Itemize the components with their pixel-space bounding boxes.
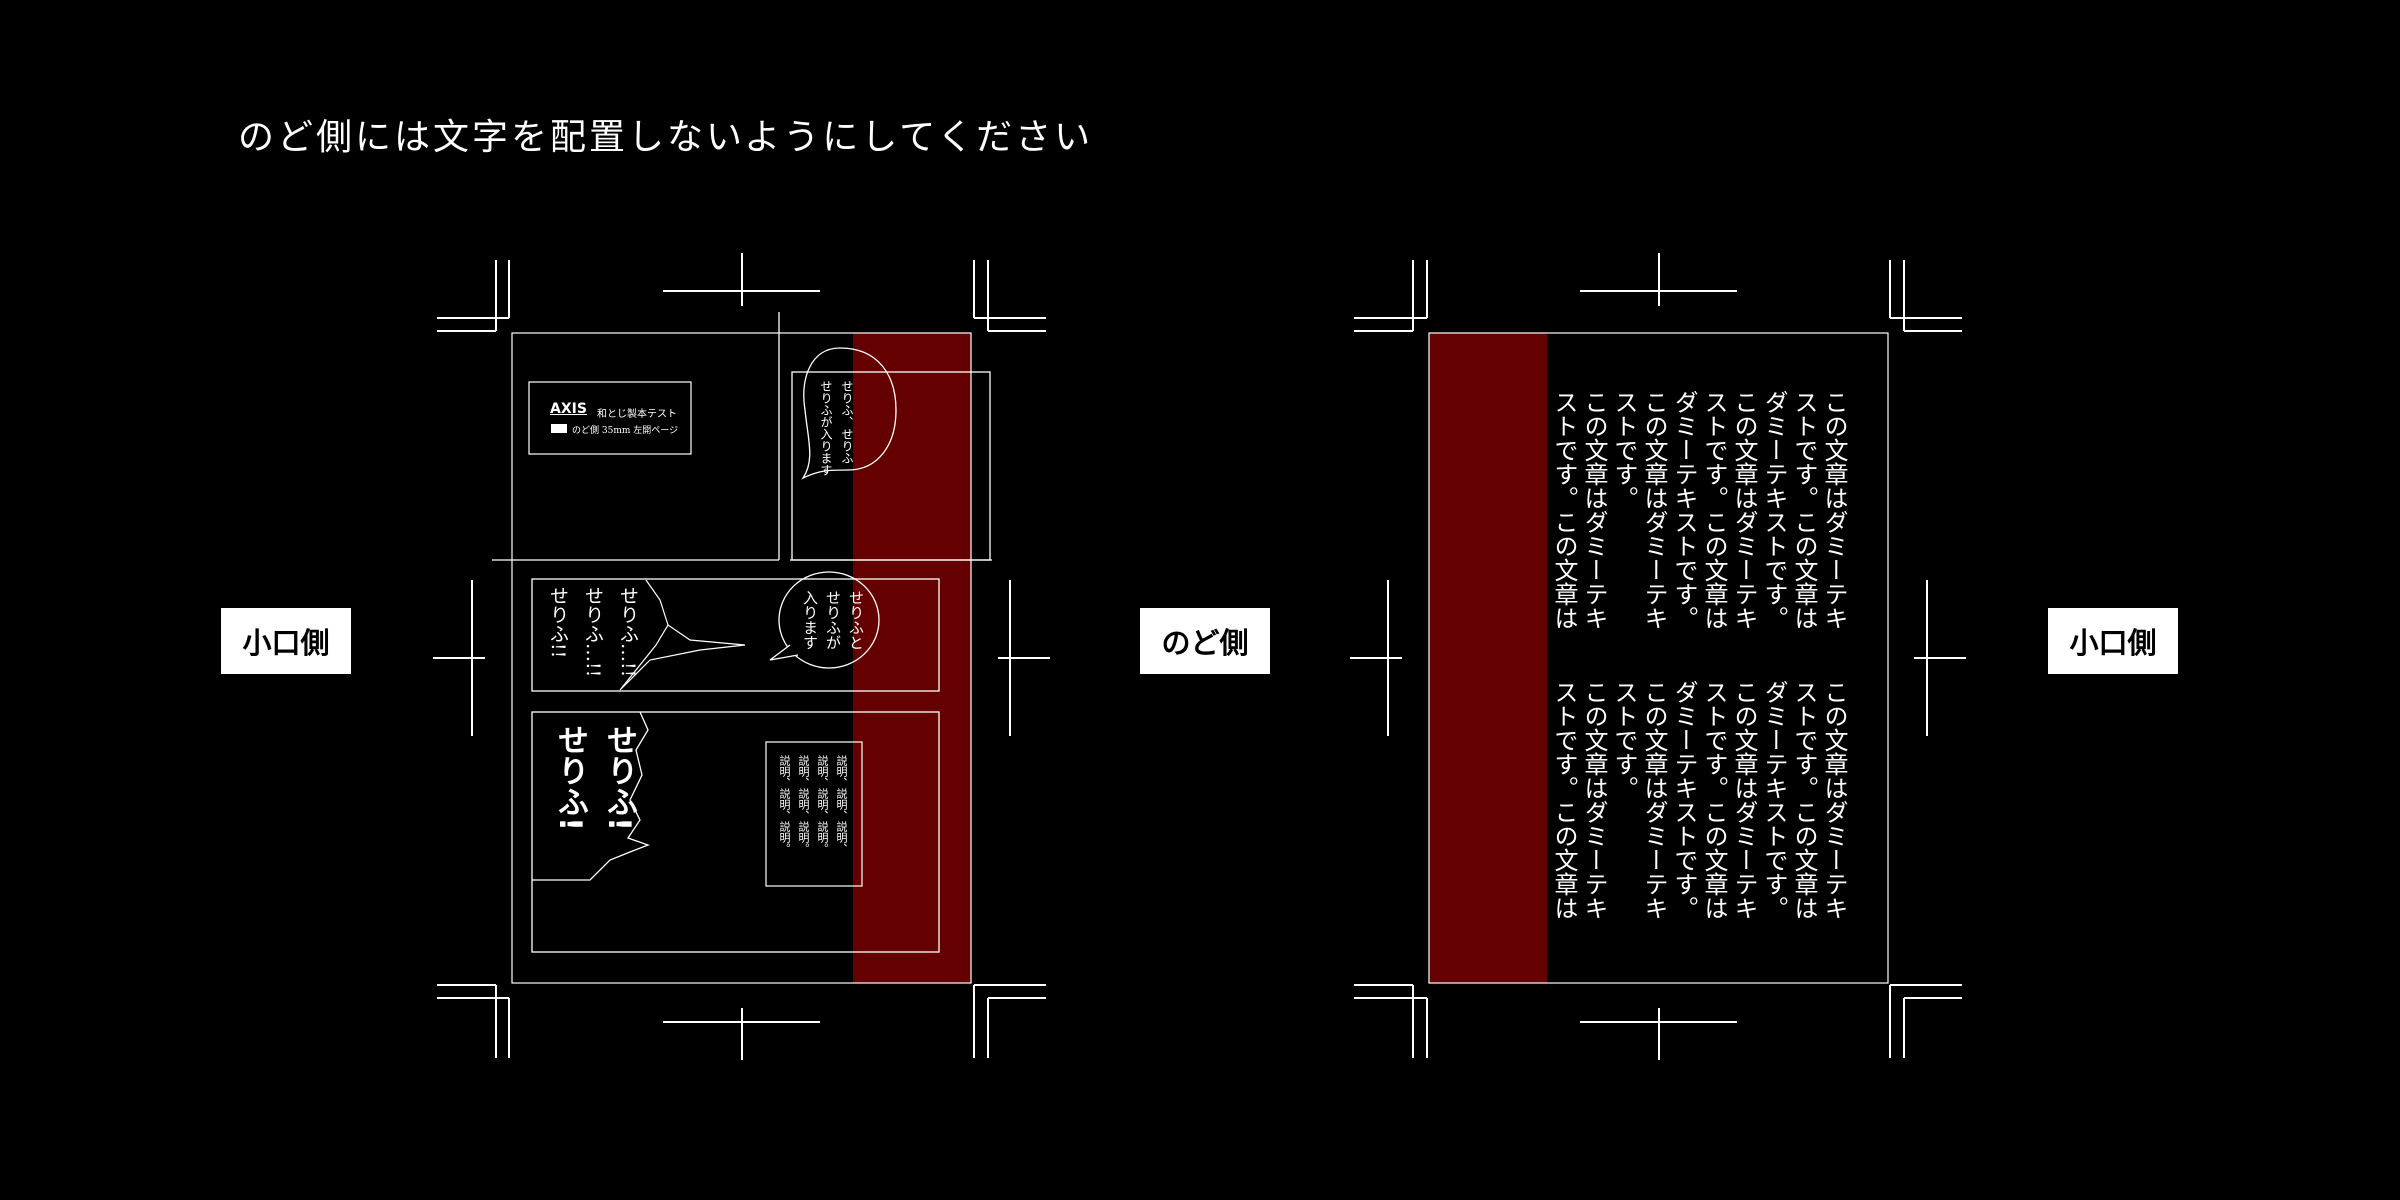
- body-line: この文章はダミーテキ: [1580, 390, 1608, 630]
- body-line: ストです。: [1610, 680, 1638, 800]
- right-page: [1350, 253, 1966, 1060]
- speech-bubble-mid: [778, 571, 880, 669]
- body-line: ダミーテキストです。: [1760, 390, 1788, 630]
- crop-mark-top-right-right-page: [1889, 260, 1962, 332]
- center-marks-left-page: [433, 253, 1050, 1060]
- speech-bubble-top: [801, 347, 897, 480]
- body-line: ストです。この文章は: [1790, 390, 1818, 630]
- caption-line: 説明、説明、説明。: [797, 755, 810, 854]
- logo-note: のど側 35mm 左開ページ: [572, 426, 679, 436]
- body-line: ストです。この文章は: [1550, 680, 1578, 920]
- jagged-balloon-mid: [619, 579, 746, 691]
- body-line: ダミーテキストです。: [1670, 680, 1698, 920]
- bubble-top-line: せりふ、せりふ: [840, 380, 854, 464]
- bubble-mid-line: せりふが: [824, 590, 842, 650]
- caption-box: [765, 741, 863, 887]
- body-line: この文章はダミーテキ: [1640, 390, 1668, 630]
- bubble-top-text: せりふ、せりふ せりふが入ります: [818, 380, 856, 476]
- center-marks-right-page: [1350, 253, 1966, 1060]
- body-line: ストです。この文章は: [1700, 390, 1728, 630]
- bubble-mid-line: せりふと: [847, 590, 865, 650]
- body-line: この文章はダミーテキ: [1730, 680, 1758, 920]
- label-nodo: のど側: [1140, 608, 1270, 674]
- caption-text: 説明、説明、説明、 説明、説明、説明。 説明、説明、説明。 説明、説明、説明。: [776, 755, 849, 854]
- left-gutter-band: [853, 333, 971, 983]
- speech-mid-line: せりふ…!!: [617, 586, 639, 678]
- crop-mark-top-right: [973, 260, 1046, 332]
- left-page-frame: [511, 332, 972, 984]
- label-right-koguchi: 小口側: [2048, 608, 2178, 674]
- body-line: ストです。この文章は: [1550, 390, 1578, 630]
- body-line: ストです。この文章は: [1700, 680, 1728, 920]
- body-line: この文章はダミーテキ: [1730, 390, 1758, 630]
- speech-mid-line: せりふ!!: [547, 586, 569, 659]
- right-page-frame: [1428, 332, 1889, 984]
- body-line: ストです。この文章は: [1790, 680, 1818, 920]
- left-page: [433, 253, 1050, 1060]
- page-heading: のど側には文字を配置しないようにしてください: [238, 117, 1094, 158]
- crop-mark-bottom-right-right-page: [1889, 984, 1962, 1058]
- jagged-balloon-big: [532, 711, 650, 881]
- crop-mark-bottom-left-right-page: [1354, 984, 1428, 1058]
- speech-big-line: せりふ!: [552, 724, 588, 832]
- speech-mid-text: せりふ…!! せりふ…!! せりふ!!: [545, 586, 642, 677]
- label-left-koguchi: 小口側: [221, 608, 351, 674]
- logo-swatch: [551, 424, 567, 433]
- speech-mid-line: せりふ…!!: [582, 586, 604, 678]
- logo-brand: AXIS: [550, 401, 587, 417]
- logo-box: [528, 381, 692, 455]
- body-line: ストです。: [1610, 390, 1638, 510]
- right-gutter-band: [1429, 333, 1547, 983]
- crop-mark-bottom-right: [973, 984, 1046, 1058]
- speech-big-text: せりふ! せりふ!: [548, 724, 642, 831]
- crop-mark-bottom-left: [437, 984, 510, 1058]
- manga-panels: [492, 312, 992, 953]
- body-line: この文章はダミーテキ: [1640, 680, 1668, 920]
- body-line: この文章はダミーテキ: [1820, 680, 1848, 920]
- body-line: ダミーテキストです。: [1760, 680, 1788, 920]
- caption-line: 説明、説明、説明。: [778, 755, 791, 854]
- body-text-block-1: この文章はダミーテキ ストです。この文章は ダミーテキストです。 この文章はダミ…: [1546, 390, 1848, 630]
- caption-line: 説明、説明、説明、: [835, 755, 848, 854]
- body-line: この文章はダミーテキ: [1580, 680, 1608, 920]
- bubble-mid-text: せりふと せりふが 入ります: [800, 590, 867, 650]
- body-line: ダミーテキストです。: [1670, 390, 1698, 630]
- crop-mark-top-left-right-page: [1354, 260, 1428, 332]
- body-line: この文章はダミーテキ: [1820, 390, 1848, 630]
- crop-mark-top-left: [437, 260, 510, 332]
- caption-line: 説明、説明、説明。: [816, 755, 829, 854]
- bubble-mid-line: 入ります: [801, 590, 819, 650]
- bubble-top-line: せりふが入ります: [819, 380, 833, 476]
- logo-subtitle: 和とじ製本テスト: [597, 409, 677, 420]
- body-text-block-2: この文章はダミーテキ ストです。この文章は ダミーテキストです。 この文章はダミ…: [1546, 680, 1848, 920]
- speech-big-line: せりふ!: [601, 724, 637, 832]
